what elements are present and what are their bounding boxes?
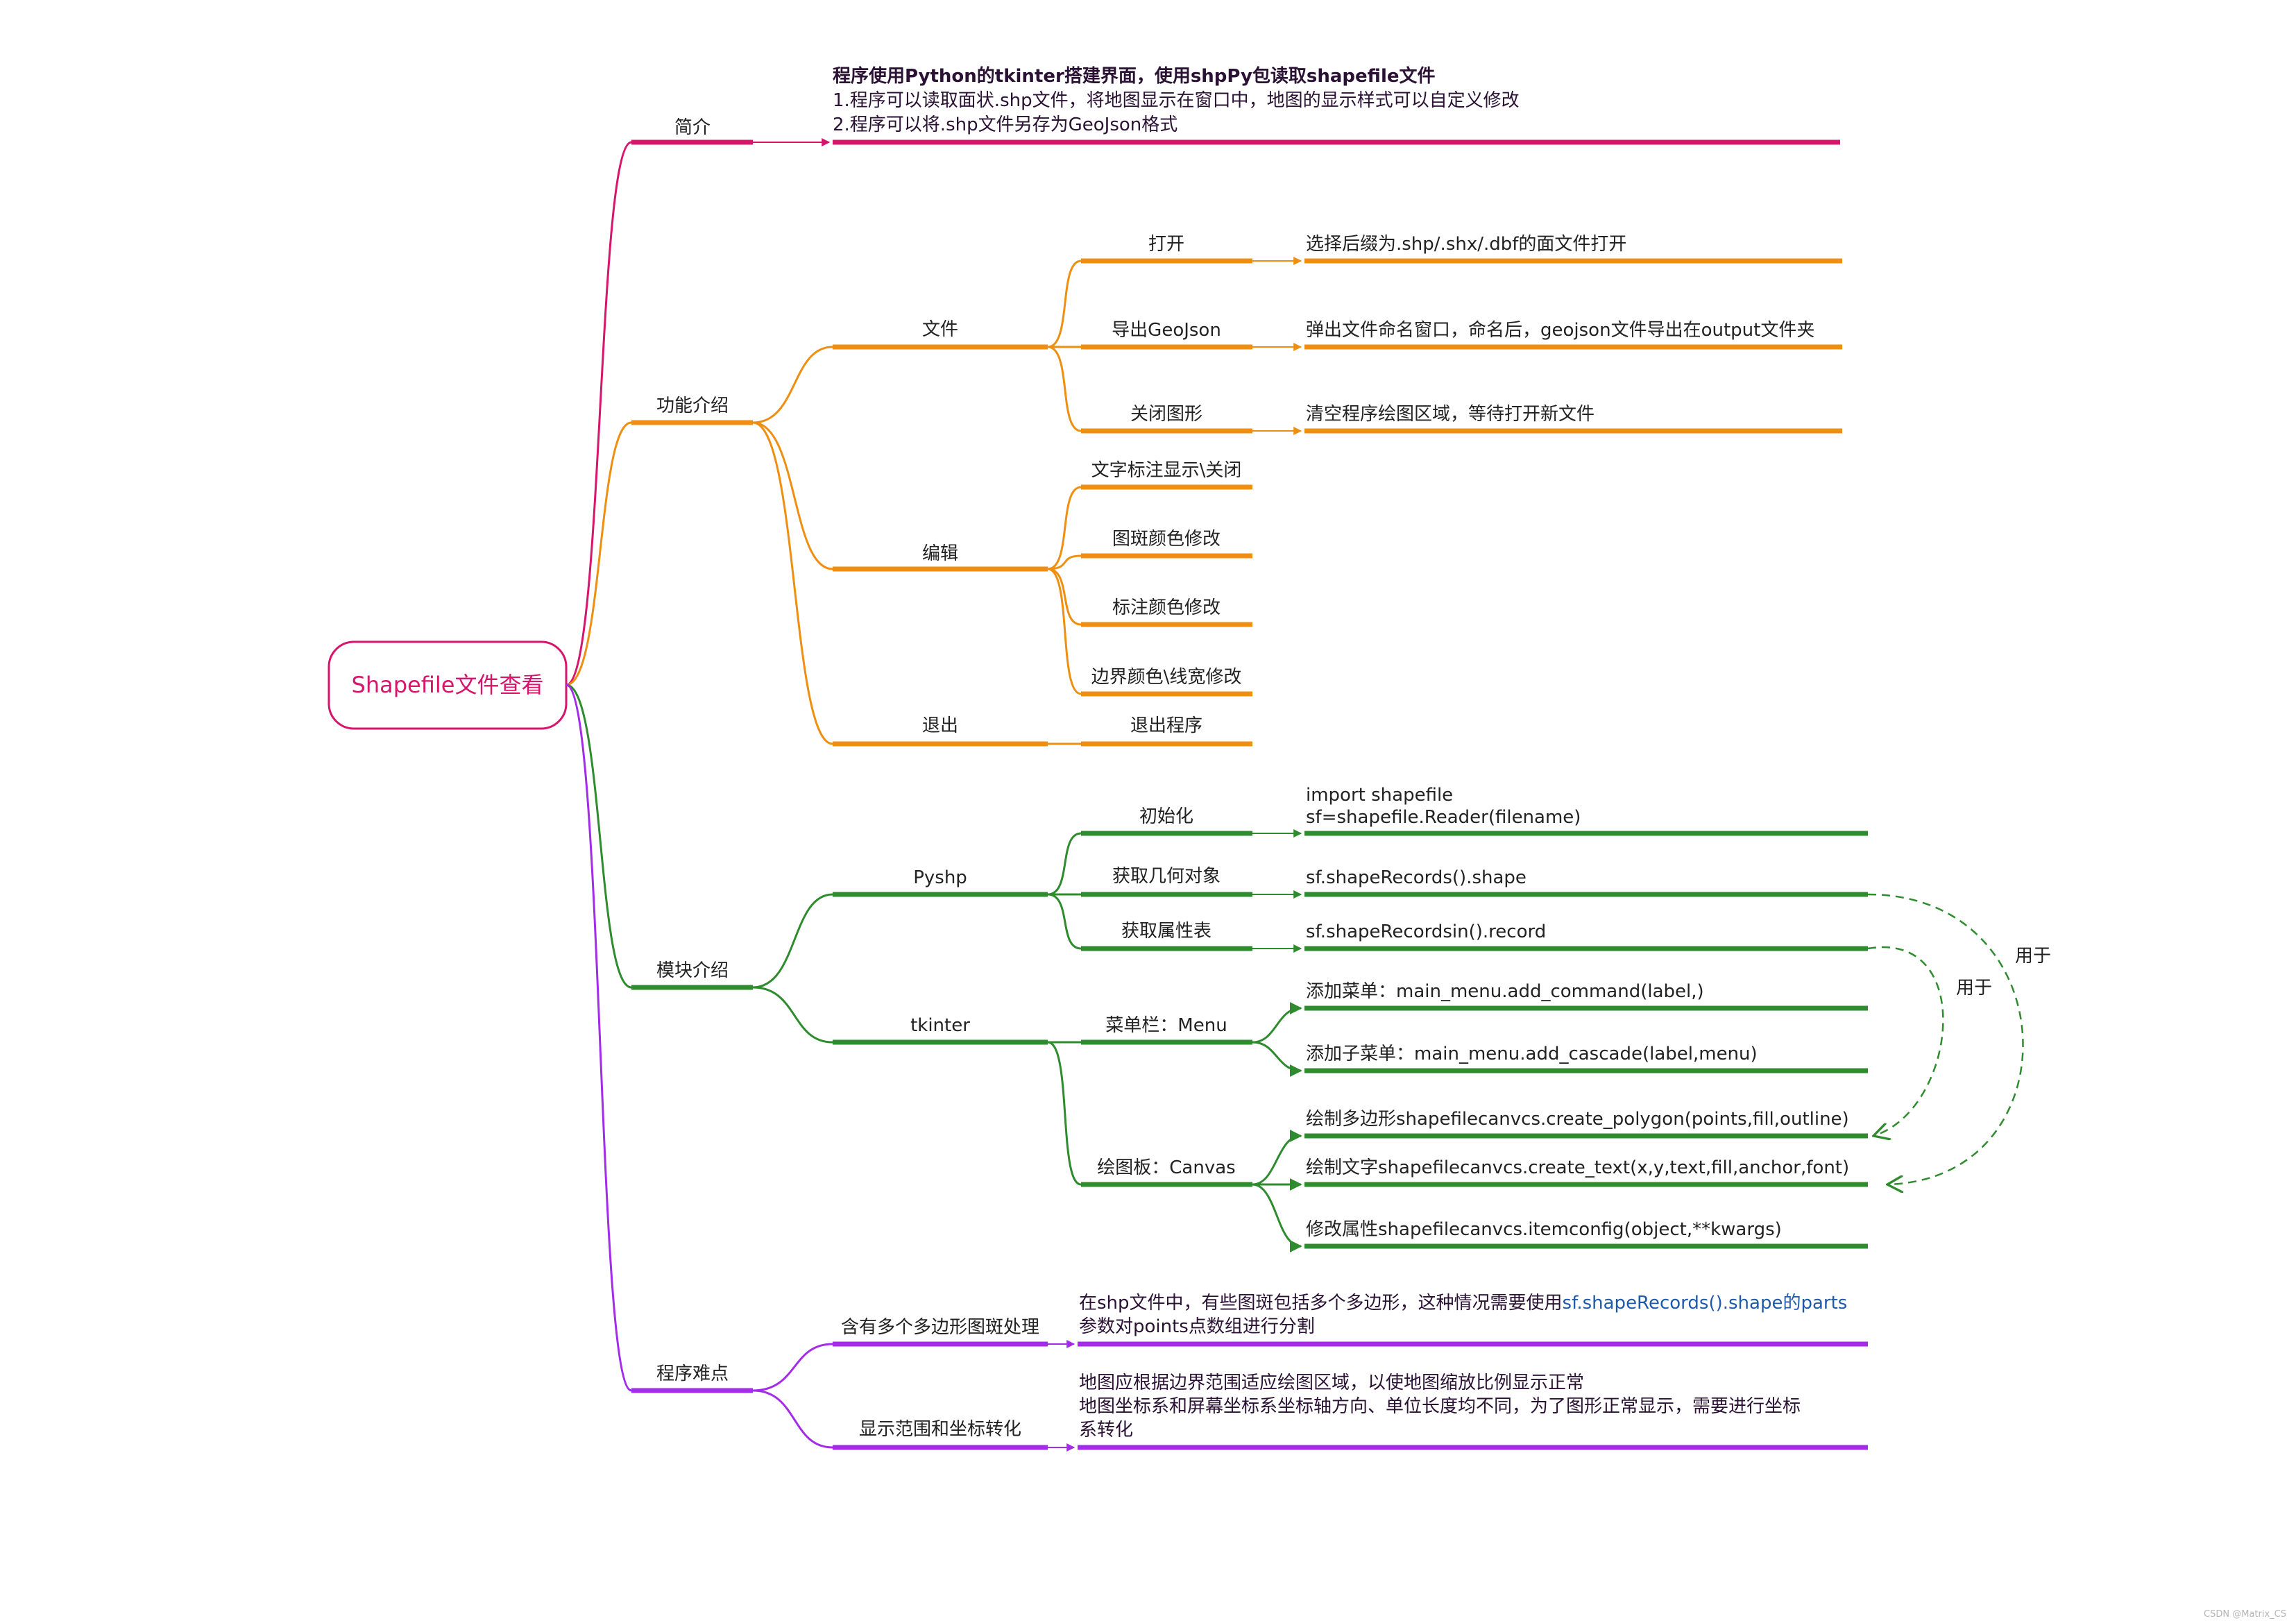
- difficulties-label[interactable]: 程序难点: [656, 1363, 729, 1384]
- config-desc: 修改属性shapefilecanvcs.itemconfig(object,**…: [1306, 1219, 1782, 1240]
- intro-label[interactable]: 简介: [674, 117, 711, 138]
- add-submenu-desc: 添加子菜单：main_menu.add_cascade(label,menu): [1306, 1044, 1758, 1064]
- exit-label[interactable]: 退出: [922, 715, 958, 736]
- features-label[interactable]: 功能介绍: [656, 396, 729, 416]
- used-for-relations: [1867, 893, 2024, 1184]
- display-range-label[interactable]: 显示范围和坐标转化: [859, 1419, 1021, 1440]
- init-code-1: import shapefile: [1306, 785, 1453, 806]
- edit-item-label-toggle[interactable]: 文字标注显示\关闭: [1091, 460, 1242, 481]
- attributes-label[interactable]: 获取属性表: [1121, 921, 1211, 942]
- open-label[interactable]: 打开: [1148, 234, 1184, 255]
- display-range-desc-2: 地图坐标系和屏幕坐标系坐标轴方向、单位长度均不同，为了图形正常显示，需要进行坐标: [1079, 1396, 1801, 1417]
- multi-polygon-desc-pre: 在shp文件中，有些图斑包括多个多边形，这种情况需要使用: [1079, 1293, 1563, 1314]
- edit-item-patch-color[interactable]: 图斑颜色修改: [1112, 529, 1221, 550]
- close-desc: 清空程序绘图区域，等待打开新文件: [1306, 404, 1595, 425]
- add-menu-desc: 添加菜单：main_menu.add_command(label,): [1306, 981, 1704, 1002]
- init-code-2: sf=shapefile.Reader(filename): [1306, 807, 1581, 828]
- file-label[interactable]: 文件: [922, 319, 958, 340]
- multi-polygon-desc-2: 参数对points点数组进行分割: [1079, 1316, 1315, 1337]
- root-node[interactable]: Shapefile文件查看: [328, 640, 568, 730]
- intro-line-1: 1.程序可以读取面状.shp文件，将地图显示在窗口中，地图的显示样式可以自定义修…: [833, 90, 1520, 111]
- pyshp-label[interactable]: Pyshp: [913, 867, 967, 888]
- edit-label[interactable]: 编辑: [922, 543, 958, 564]
- menu-label[interactable]: 菜单栏：Menu: [1105, 1015, 1227, 1036]
- edit-item-border[interactable]: 边界颜色\线宽修改: [1091, 667, 1242, 688]
- used-for-label-1: 用于: [2015, 946, 2051, 967]
- modules-label[interactable]: 模块介绍: [656, 960, 729, 981]
- edit-item-label-color[interactable]: 标注颜色修改: [1112, 597, 1221, 618]
- root-label: Shapefile文件查看: [352, 672, 544, 698]
- multi-polygon-desc-1: 在shp文件中，有些图斑包括多个多边形，这种情况需要使用sf.shapeReco…: [1079, 1293, 1847, 1314]
- open-desc: 选择后缀为.shp/.shx/.dbf的面文件打开: [1306, 234, 1626, 255]
- intro-heading: 程序使用Python的tkinter搭建界面，使用shpPy包读取shapefi…: [833, 65, 1436, 87]
- exit-item[interactable]: 退出程序: [1130, 715, 1202, 736]
- watermark: CSDN @Matrix_CS: [2204, 1609, 2286, 1620]
- init-label[interactable]: 初始化: [1139, 806, 1193, 827]
- canvas-label[interactable]: 绘图板：Canvas: [1097, 1157, 1235, 1178]
- tkinter-label[interactable]: tkinter: [910, 1015, 970, 1036]
- display-range-desc-3: 系转化: [1079, 1420, 1133, 1441]
- features-branch: 功能介绍 文件 打开 选择后缀为.shp/.shx/.dbf的面文件打开 导出G…: [631, 234, 1842, 747]
- polygon-desc: 绘制多边形shapefilecanvcs.create_polygon(poin…: [1306, 1109, 1849, 1130]
- attributes-code: sf.shapeRecordsin().record: [1306, 921, 1546, 942]
- root-connectors: [566, 141, 632, 1392]
- close-label[interactable]: 关闭图形: [1130, 404, 1202, 425]
- multi-polygon-desc-code: sf.shapeRecords().shape的parts: [1563, 1293, 1848, 1314]
- modules-branch: 模块介绍 Pyshp 初始化 import shapefile sf=shape…: [631, 785, 2051, 1252]
- geometry-code: sf.shapeRecords().shape: [1306, 867, 1527, 888]
- multi-polygon-label[interactable]: 含有多个多边形图斑处理: [841, 1317, 1039, 1338]
- export-label[interactable]: 导出GeoJson: [1112, 320, 1221, 341]
- difficulties-branch: 程序难点 含有多个多边形图斑处理 在shp文件中，有些图斑包括多个多边形，这种情…: [631, 1293, 1868, 1452]
- display-range-desc-1: 地图应根据边界范围适应绘图区域，以使地图缩放比例显示正常: [1079, 1373, 1584, 1393]
- export-desc: 弹出文件命名窗口，命名后，geojson文件导出在output文件夹: [1306, 320, 1814, 341]
- used-for-label-2: 用于: [1956, 978, 1992, 999]
- intro-branch: 简介 程序使用Python的tkinter搭建界面，使用shpPy包读取shap…: [631, 65, 1840, 146]
- intro-line-2: 2.程序可以将.shp文件另存为GeoJson格式: [833, 114, 1177, 135]
- text-desc: 绘制文字shapefilecanvcs.create_text(x,y,text…: [1306, 1157, 1849, 1178]
- geometry-label[interactable]: 获取几何对象: [1112, 866, 1221, 887]
